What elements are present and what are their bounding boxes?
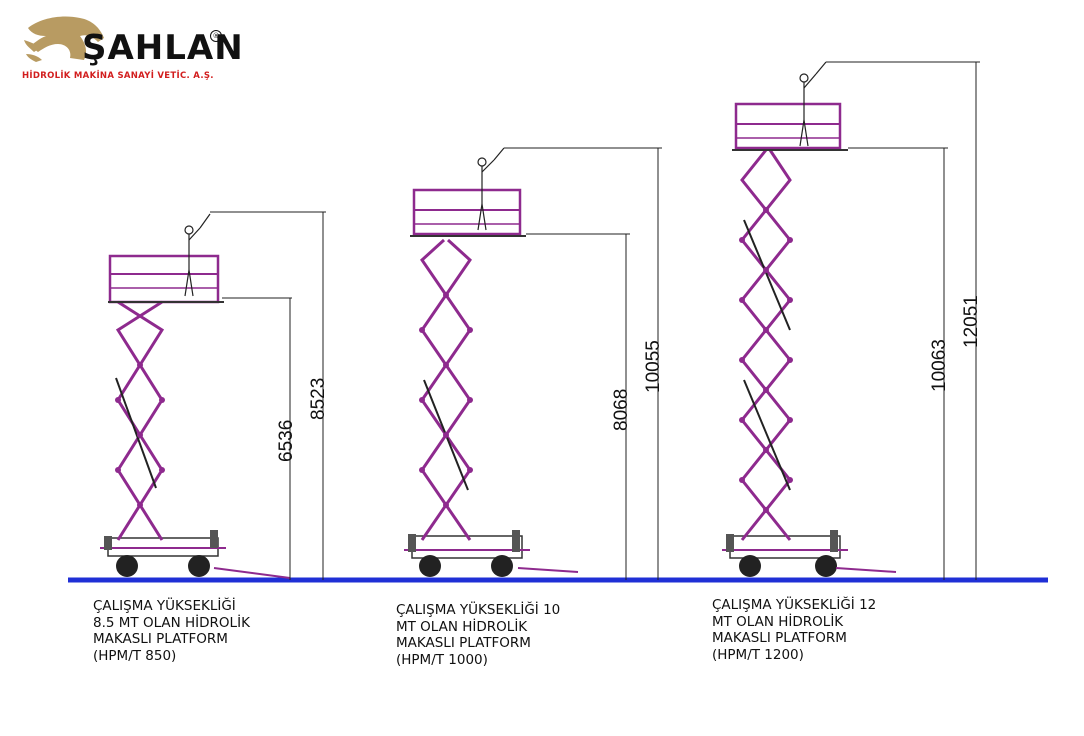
caption-line: MT OLAN HİDROLİK — [396, 618, 528, 635]
caption-hpm-1200: ÇALIŞMA YÜKSEKLİĞİ 12 MT OLAN HİDROLİK M… — [712, 597, 876, 663]
caption-line: MAKASLI PLATFORM — [396, 635, 531, 651]
caption-line: (HPM/T 850) — [93, 647, 177, 664]
scissor-lift-medium — [404, 147, 662, 580]
caption-hpm-850: ÇALIŞMA YÜKSEKLİĞİ 8.5 MT OLAN HİDROLİK … — [93, 598, 250, 664]
wheel — [116, 555, 138, 577]
caption-line: 8.5 MT OLAN HİDROLİK — [93, 614, 250, 631]
wheel — [815, 555, 837, 577]
caption-line: ÇALIŞMA YÜKSEKLİĞİ 10 — [396, 602, 561, 618]
scissor-lift-large — [722, 61, 980, 580]
caption-line: ÇALIŞMA YÜKSEKLİĞİ 12 — [712, 597, 877, 613]
caption-line: MAKASLI PLATFORM — [93, 631, 228, 647]
horse-logo-icon — [24, 16, 104, 62]
wheel — [739, 555, 761, 577]
platform-height-label: 8068 — [611, 388, 632, 431]
company-tagline: HİDROLİK MAKİNA SANAYİ VETİC. A.Ş. — [22, 71, 214, 81]
caption-line: (HPM/T 1000) — [396, 651, 488, 668]
caption-hpm-1000: ÇALIŞMA YÜKSEKLİĞİ 10 MT OLAN HİDROLİK M… — [396, 602, 560, 668]
platform-height-label: 6536 — [276, 419, 297, 462]
working-height-label: 8523 — [308, 377, 329, 420]
caption-line: (HPM/T 1200) — [712, 646, 804, 663]
working-height-label: 12051 — [961, 295, 982, 348]
wheel — [491, 555, 513, 577]
registered-mark: ® — [210, 30, 222, 42]
wheel — [188, 555, 210, 577]
scissor-lift-small — [100, 211, 326, 580]
worker-figure — [477, 147, 505, 231]
working-height-label: 10055 — [643, 340, 664, 393]
worker-figure — [799, 61, 827, 147]
caption-line: ÇALIŞMA YÜKSEKLİĞİ — [93, 598, 236, 614]
worker-figure — [184, 213, 211, 297]
caption-line: MT OLAN HİDROLİK — [712, 613, 844, 630]
platform-height-label: 10063 — [929, 339, 950, 392]
caption-line: MAKASLI PLATFORM — [712, 630, 847, 646]
wheel — [419, 555, 441, 577]
